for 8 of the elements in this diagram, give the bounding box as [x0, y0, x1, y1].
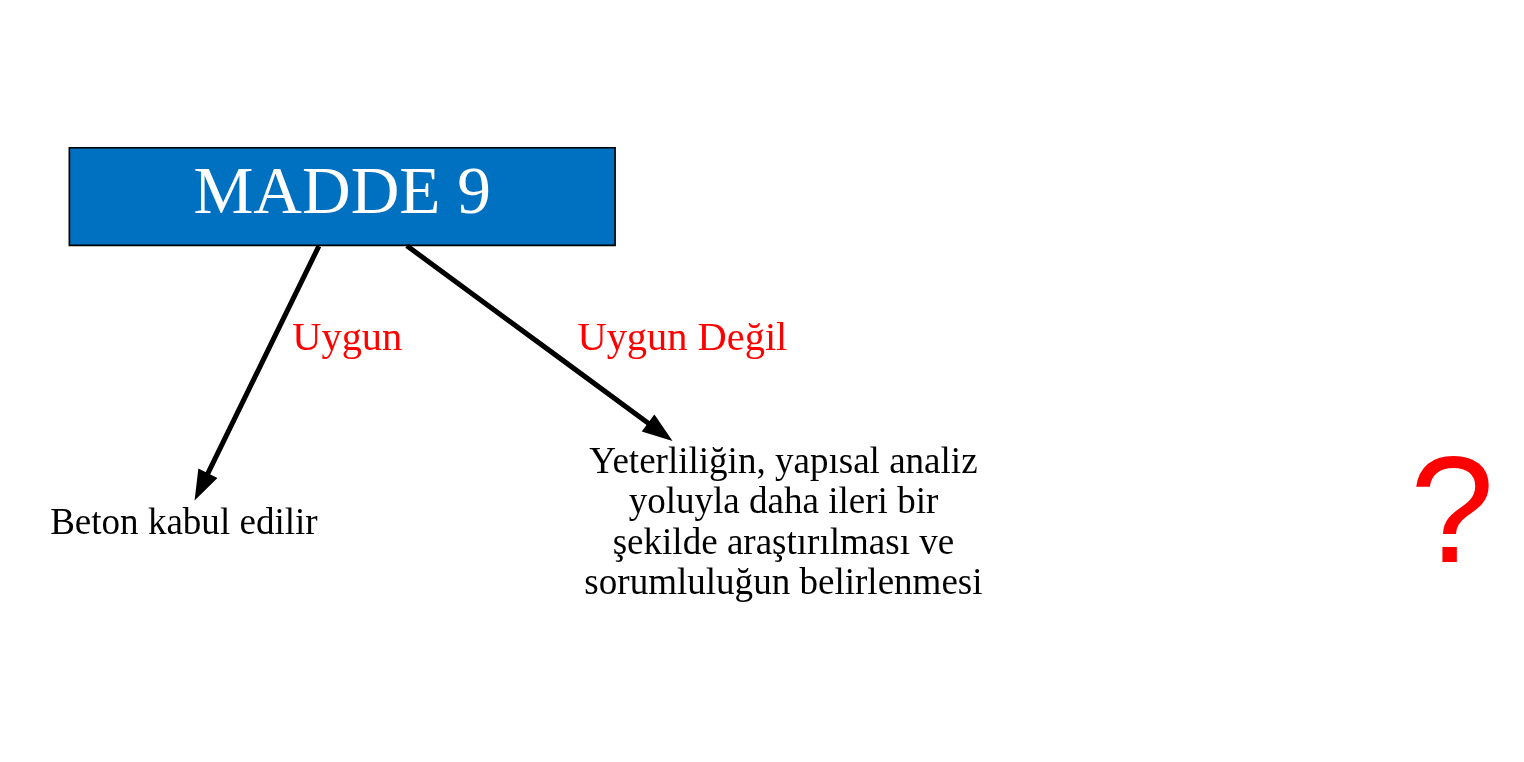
arrow — [405, 243, 673, 441]
edge-label: Uygun Değil — [577, 314, 788, 360]
edge-label: Uygun — [292, 314, 403, 360]
node-text: Yeterliliğin, yapısal analiz yoluyla daha ileri bir şekilde araştırılması ve sorumluluğun belirlenmesi — [584, 439, 983, 603]
node-box: MADDE 9 — [68, 146, 616, 247]
node-text: Beton kabul edilir — [50, 500, 318, 542]
arrow — [194, 245, 322, 501]
label: ? — [1409, 425, 1495, 595]
